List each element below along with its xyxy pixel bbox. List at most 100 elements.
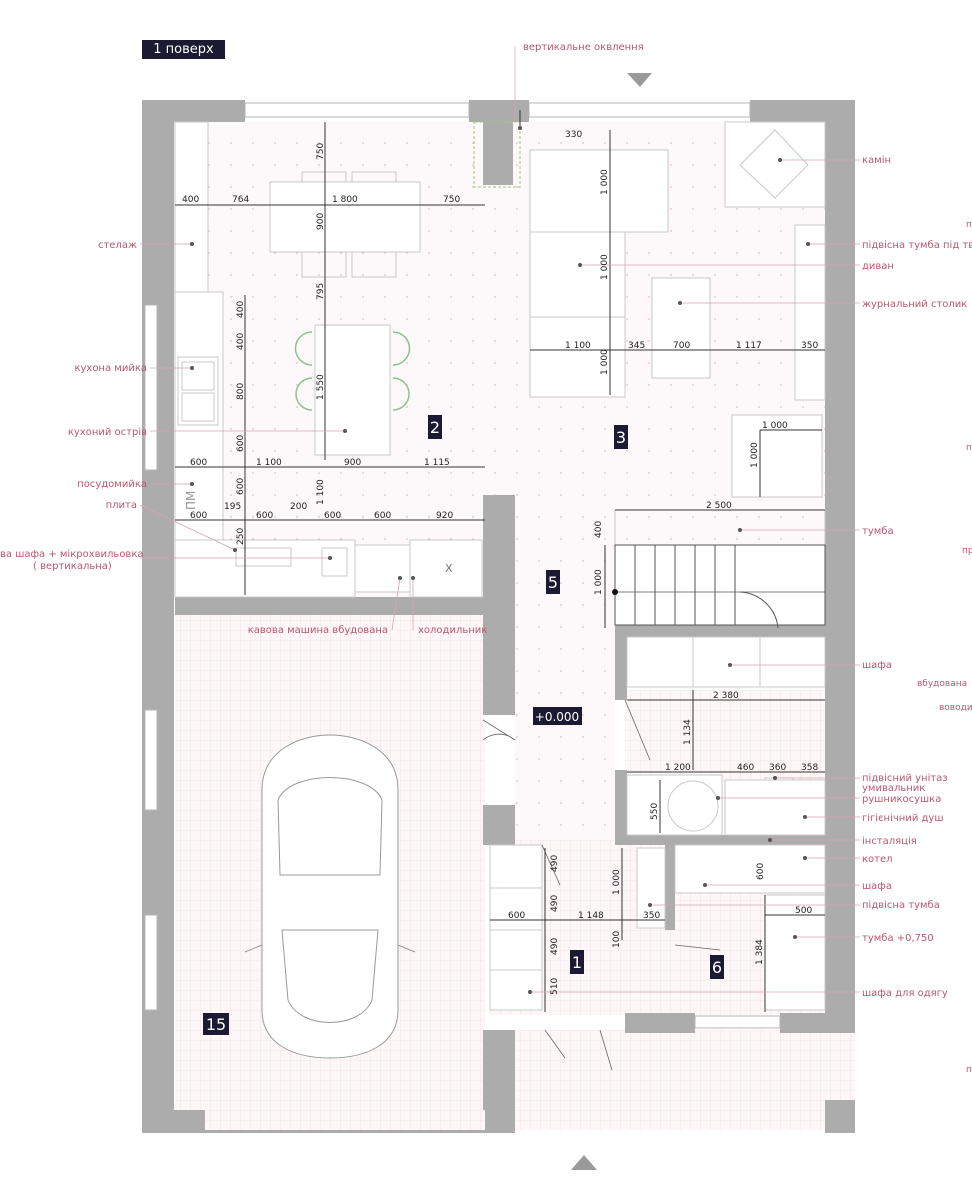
svg-text:250: 250 bbox=[236, 528, 246, 545]
label-kitchen-sink: кухона мийка bbox=[74, 363, 147, 374]
label-wardrobe: шафа bbox=[862, 660, 892, 671]
svg-text:1 134: 1 134 bbox=[683, 719, 693, 745]
living-furniture bbox=[529, 121, 826, 498]
svg-text:воводи: воводи bbox=[939, 703, 972, 713]
label-fireplace: камін bbox=[862, 154, 891, 166]
svg-text:1 000: 1 000 bbox=[762, 421, 788, 431]
label-hanging-cabinet: підвісна тумба bbox=[862, 899, 940, 911]
label-boiler: котел bbox=[862, 854, 893, 865]
svg-text:400: 400 bbox=[236, 301, 246, 318]
label-coffee-table: журнальний столик bbox=[862, 299, 967, 310]
label-sofa: диван bbox=[862, 261, 894, 272]
svg-text:1 384: 1 384 bbox=[755, 939, 765, 965]
label-stove: плита bbox=[106, 500, 137, 511]
labels-left: стелаж кухона мийка кухоний острів посуд… bbox=[0, 240, 487, 636]
svg-text:358: 358 bbox=[801, 763, 818, 773]
svg-text:600: 600 bbox=[324, 511, 341, 521]
svg-text:350: 350 bbox=[643, 911, 660, 921]
room-number-2: 2 bbox=[430, 418, 440, 437]
svg-text:1 117: 1 117 bbox=[736, 341, 762, 351]
svg-text:195: 195 bbox=[224, 502, 241, 512]
svg-text:490: 490 bbox=[550, 855, 560, 872]
svg-text:795: 795 bbox=[316, 283, 326, 300]
svg-text:500: 500 bbox=[795, 906, 812, 916]
svg-text:350: 350 bbox=[801, 341, 818, 351]
ventilation-shaft bbox=[473, 121, 521, 188]
label-coffee-machine: кавова машина вбудована bbox=[248, 625, 388, 636]
svg-text:360: 360 bbox=[769, 763, 786, 773]
svg-text:600: 600 bbox=[190, 458, 207, 468]
staircase bbox=[614, 509, 826, 629]
dimension-numbers: 330 750 400 764 1 800 750 900 795 1 000 … bbox=[182, 130, 818, 995]
svg-text:600: 600 bbox=[756, 863, 766, 880]
label-tv-cabinet: підвісна тумба під тв bbox=[862, 239, 972, 251]
svg-text:750: 750 bbox=[443, 195, 460, 205]
label-fridge: холодильник bbox=[418, 625, 487, 636]
svg-text:330: 330 bbox=[565, 130, 582, 140]
entry-arrow-bottom-icon bbox=[571, 1155, 597, 1170]
svg-text:1 000: 1 000 bbox=[594, 569, 604, 595]
level-mark: +0.000 bbox=[535, 710, 579, 724]
svg-text:345: 345 bbox=[628, 341, 645, 351]
svg-text:п: п bbox=[966, 443, 972, 453]
leader-dots bbox=[190, 126, 810, 994]
room-numbers: 2 3 5 1 6 15 +0.000 bbox=[203, 415, 724, 1035]
wc-fixtures bbox=[626, 774, 826, 836]
room-number-15: 15 bbox=[206, 1015, 226, 1034]
label-towel-dryer: рушникосушка bbox=[862, 794, 941, 805]
svg-text:600: 600 bbox=[236, 435, 246, 452]
side-fragments: п п пр вбудована воводи п bbox=[917, 220, 972, 1075]
svg-text:900: 900 bbox=[316, 213, 326, 230]
room-number-5: 5 bbox=[548, 573, 558, 592]
leader-lines bbox=[139, 47, 860, 993]
svg-text:490: 490 bbox=[550, 895, 560, 912]
svg-text:1 100: 1 100 bbox=[316, 479, 326, 505]
room-number-6: 6 bbox=[712, 958, 722, 977]
room-number-1: 1 bbox=[572, 953, 582, 972]
svg-text:510: 510 bbox=[550, 978, 560, 995]
label-clothes-wardrobe: шафа для одягу bbox=[862, 988, 948, 999]
svg-text:п: п bbox=[966, 1065, 972, 1075]
fridge-mark: X bbox=[445, 562, 453, 575]
svg-text:1 550: 1 550 bbox=[316, 374, 326, 400]
car-outline bbox=[244, 734, 416, 1059]
stair-mark: ПМ bbox=[184, 491, 198, 510]
hall-storage bbox=[626, 636, 826, 688]
label-hygienic-shower: гігієнічний душ bbox=[862, 812, 943, 824]
svg-text:1 000: 1 000 bbox=[612, 869, 622, 895]
room-number-3: 3 bbox=[616, 428, 626, 447]
svg-text:1 800: 1 800 bbox=[332, 195, 358, 205]
label-dishwasher: посудомийка bbox=[77, 479, 147, 490]
svg-text:1 115: 1 115 bbox=[424, 458, 450, 468]
island-stools bbox=[294, 331, 411, 411]
label-wardrobe-2: шафа bbox=[862, 881, 892, 892]
svg-text:400: 400 bbox=[594, 521, 604, 538]
svg-text:920: 920 bbox=[436, 511, 453, 521]
svg-text:2 500: 2 500 bbox=[706, 501, 732, 511]
windows bbox=[144, 102, 781, 1029]
svg-text:900: 900 bbox=[344, 458, 361, 468]
label-oven-microwave: ва шафа + мікрохвильовка bbox=[0, 548, 144, 560]
svg-text:1 000: 1 000 bbox=[600, 169, 610, 195]
svg-text:550: 550 bbox=[650, 803, 660, 820]
label-shelving: стелаж bbox=[98, 240, 137, 251]
label-installation: інсталяція bbox=[862, 835, 917, 847]
label-urinal: підвісний унітаз bbox=[862, 772, 948, 784]
svg-text:1 000: 1 000 bbox=[750, 442, 760, 468]
svg-text:1 148: 1 148 bbox=[578, 911, 604, 921]
labels-right: вертикальне оквлення камін підвісна тумб… bbox=[523, 42, 972, 999]
svg-text:200: 200 bbox=[290, 502, 307, 512]
dining-chairs bbox=[301, 171, 397, 278]
svg-text:вбудована: вбудована bbox=[917, 679, 967, 689]
entry-arrow-top-icon bbox=[627, 73, 652, 87]
svg-text:400: 400 bbox=[236, 333, 246, 350]
svg-text:800: 800 bbox=[236, 383, 246, 400]
svg-text:490: 490 bbox=[550, 938, 560, 955]
svg-text:100: 100 bbox=[612, 931, 622, 948]
svg-text:600: 600 bbox=[374, 511, 391, 521]
label-cabinet-750: тумба +0,750 bbox=[862, 933, 934, 944]
dimension-lines bbox=[175, 110, 825, 1012]
svg-text:пр: пр bbox=[962, 546, 972, 556]
svg-text:750: 750 bbox=[316, 143, 326, 160]
